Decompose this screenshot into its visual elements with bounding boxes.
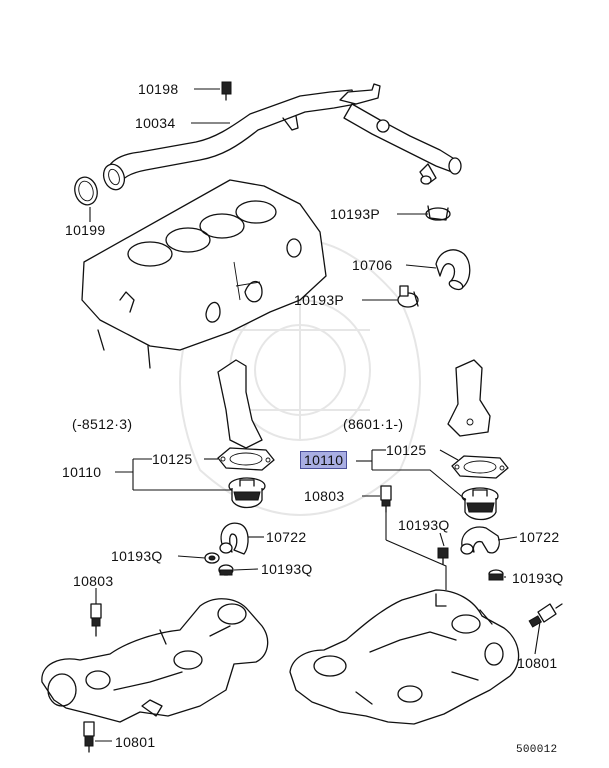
sensor-10801-left [83,721,95,753]
part-label-10803-left[interactable]: 10803 [73,573,114,589]
part-label-10193q-right-lower[interactable]: 10193Q [512,570,564,586]
date-range-left: (-8512·3) [72,416,133,432]
part-label-10193q-left-b[interactable]: 10193Q [261,561,313,577]
part-label-10125-left[interactable]: 10125 [152,451,193,467]
clamp-10193q-right-lower [488,569,504,581]
water-pipe-10034 [102,83,462,191]
clamp-10193p-middle [397,285,419,308]
thermostat-10110-right [461,487,499,521]
clamp-10193q-left-a [204,552,220,564]
part-label-10199[interactable]: 10199 [65,222,106,238]
part-label-10110-right-highlighted[interactable]: 10110 [300,451,348,469]
engine-block [81,179,327,369]
thermostat-10110-left [228,477,266,509]
o-ring-10199 [74,176,98,206]
part-label-10706[interactable]: 10706 [352,257,393,273]
part-label-10125-right[interactable]: 10125 [386,442,427,458]
part-label-10722-left[interactable]: 10722 [266,529,307,545]
water-inlet-right [447,359,491,437]
intake-manifold-left [41,598,269,723]
part-label-10193p-middle[interactable]: 10193P [294,292,345,308]
part-label-10110-left[interactable]: 10110 [62,464,102,480]
hose-10722-right [460,526,500,555]
date-range-right: (8601·1-) [343,416,404,432]
sensor-10803-middle [380,485,392,513]
part-label-10193q-left-a[interactable]: 10193Q [111,548,163,564]
gasket-10125-left [217,447,275,471]
part-label-10193p-upper[interactable]: 10193P [330,206,381,222]
leader-lines [89,88,541,742]
part-label-10722-right[interactable]: 10722 [519,529,560,545]
part-label-10034[interactable]: 10034 [135,115,176,131]
part-label-10801-right[interactable]: 10801 [517,655,558,671]
diagram-code: 500012 [516,744,558,756]
clamp-10193p-upper [425,205,451,221]
intake-manifold-right [289,589,520,725]
water-inlet-left [217,359,263,449]
hose-10706 [435,249,471,291]
bolt-10198 [221,81,232,101]
hose-10722-left [219,522,249,555]
part-label-10193q-right-upper[interactable]: 10193Q [398,517,450,533]
clamp-10193q-right-upper [437,547,449,565]
part-label-10803-middle[interactable]: 10803 [304,488,345,504]
part-label-10198[interactable]: 10198 [138,81,179,97]
clamp-10193q-left-b [218,564,234,576]
sensor-10803-left [90,603,102,637]
gasket-10125-right [451,455,509,479]
part-label-10801-left[interactable]: 10801 [115,734,156,750]
sensor-10801-right [528,603,563,628]
